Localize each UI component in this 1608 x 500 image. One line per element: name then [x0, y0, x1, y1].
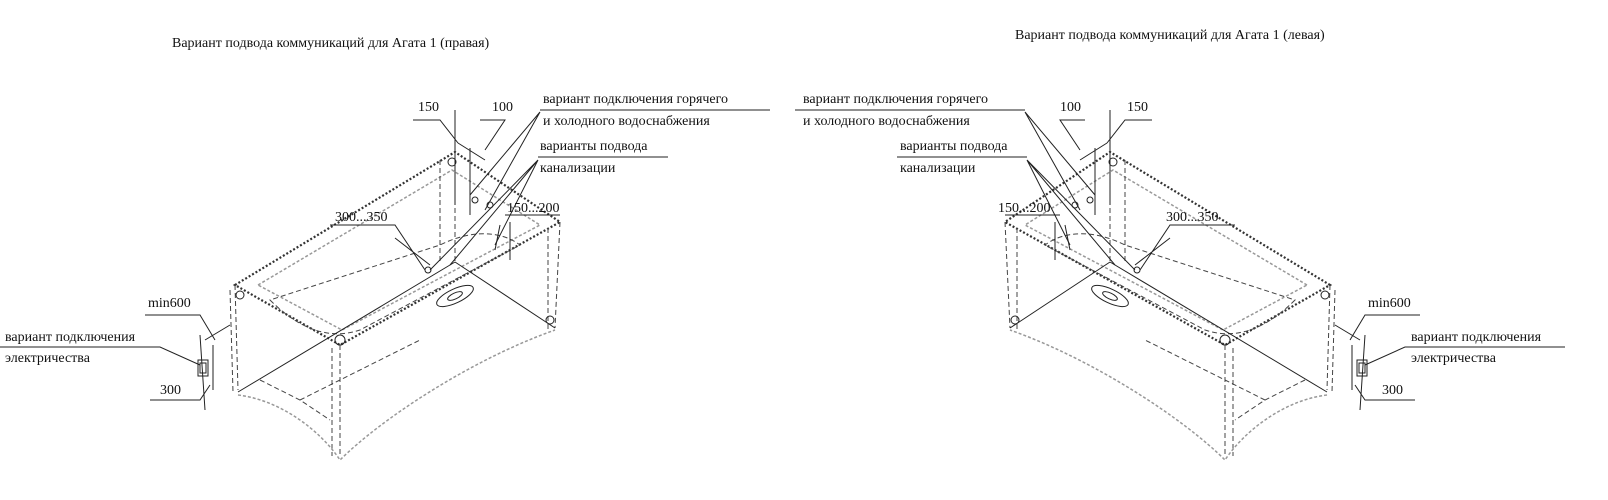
water-label-line1: вариант подключения горячего — [803, 92, 989, 107]
dim-300-350: 300...350 — [335, 210, 388, 225]
water-label-line2: и холодного водоснабжения — [803, 114, 970, 129]
drain-label-line2: канализации — [900, 161, 976, 176]
dim-150-200: 150...200 — [507, 201, 560, 216]
drain-label-line1: варианты подвода — [900, 139, 1008, 154]
drain-label-line1: варианты подвода — [540, 139, 648, 154]
water-label-line2: и холодного водоснабжения — [543, 114, 710, 129]
dim-min600: min600 — [1368, 296, 1411, 311]
water-label-line1: вариант подключения горячего — [543, 92, 729, 107]
left-variant-title: Вариант подвода коммуникаций для Агата 1… — [1015, 28, 1325, 43]
dim-300: 300 — [160, 383, 181, 398]
dim-100: 100 — [1060, 100, 1081, 115]
dim-300-350: 300...350 — [1166, 210, 1219, 225]
drain-label-line2: канализации — [540, 161, 616, 176]
electric-label-line1: вариант подключения — [1411, 330, 1542, 345]
right-variant-title: Вариант подвода коммуникаций для Агата 1… — [172, 36, 490, 51]
dim-150-200: 150...200 — [998, 201, 1051, 216]
electric-label-line2: электричества — [5, 351, 90, 366]
dim-150: 150 — [1127, 100, 1148, 115]
bathtub-right-drawing — [0, 108, 772, 462]
dim-100: 100 — [492, 100, 513, 115]
electric-label-line1: вариант подключения — [5, 330, 136, 345]
dim-150: 150 — [418, 100, 439, 115]
dim-min600: min600 — [148, 296, 191, 311]
electric-label-line2: электричества — [1411, 351, 1496, 366]
dim-300: 300 — [1382, 383, 1403, 398]
